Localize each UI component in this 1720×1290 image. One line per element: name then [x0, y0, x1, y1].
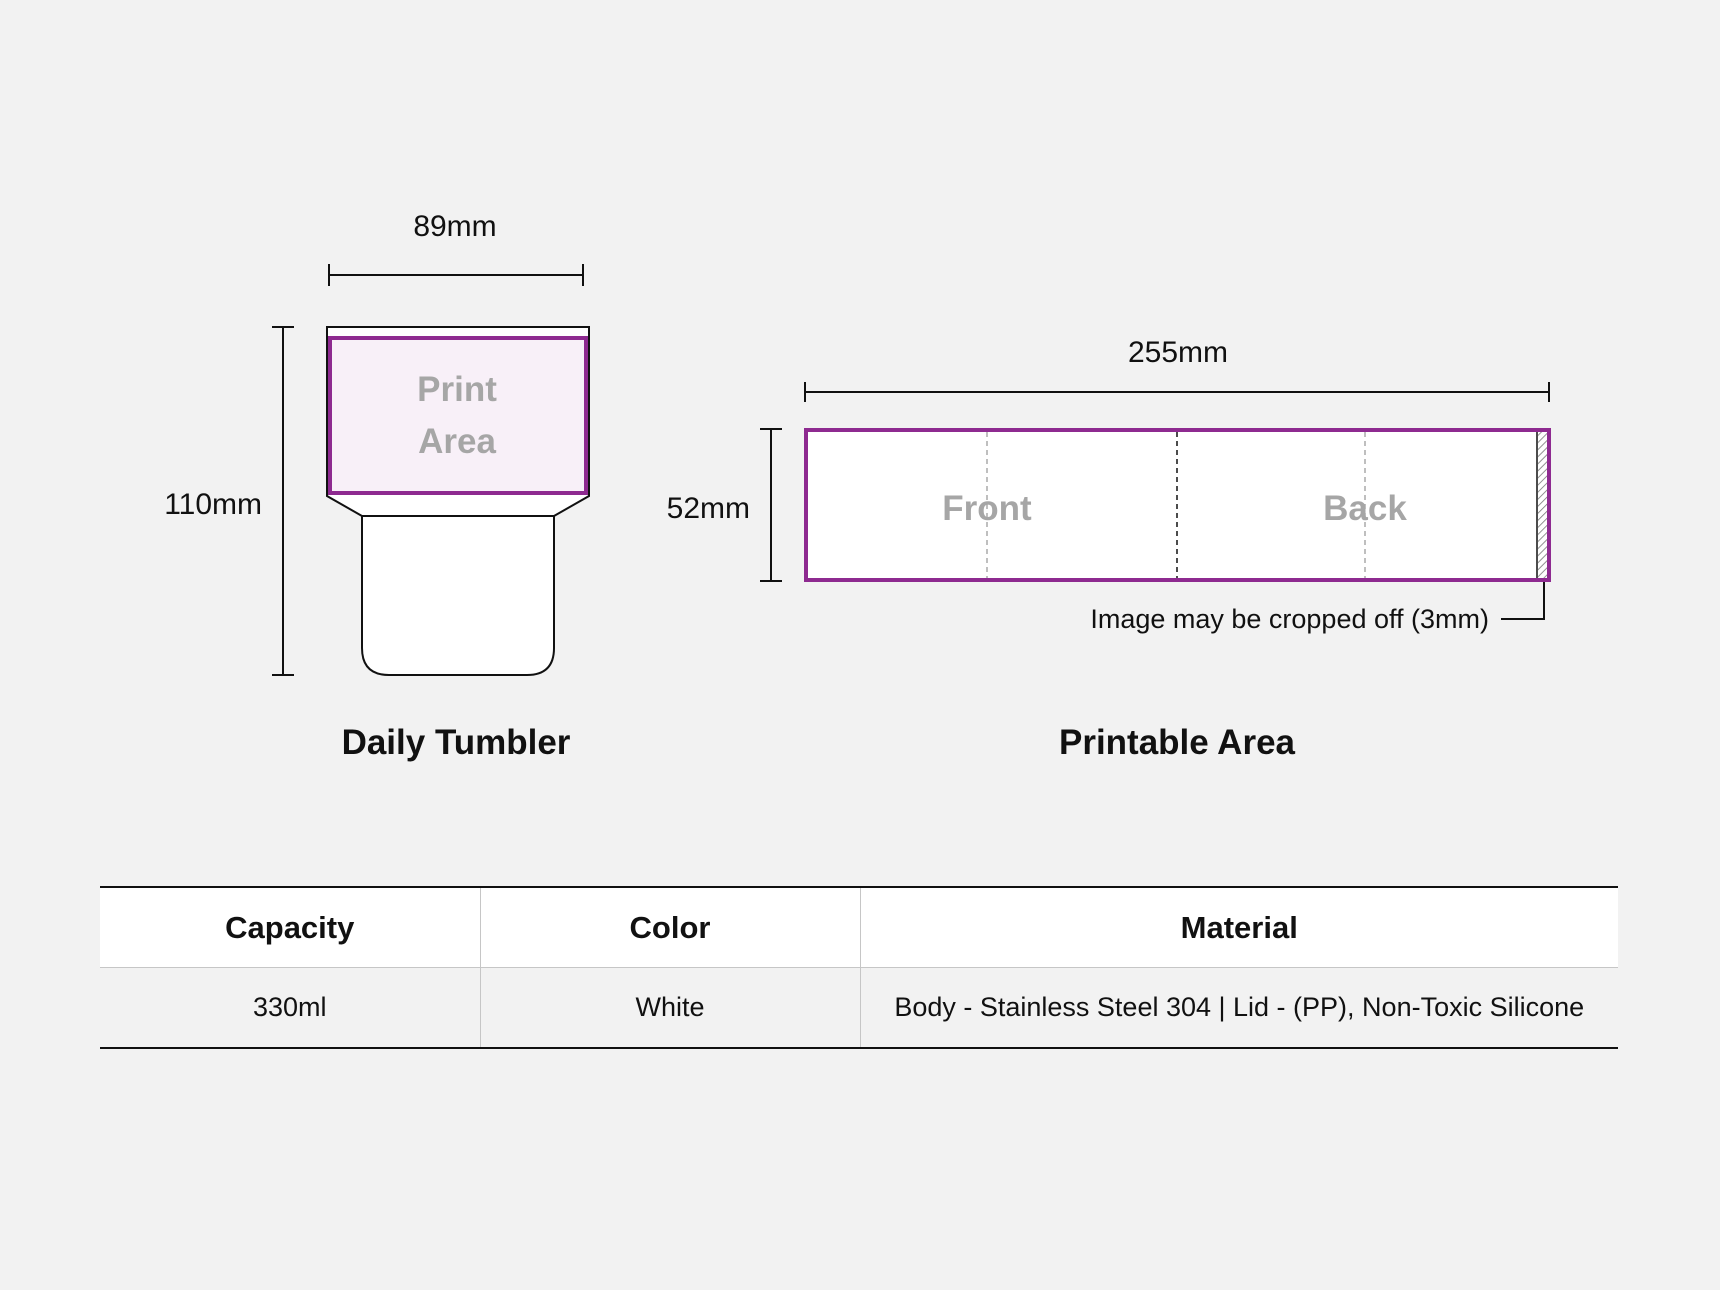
spec-table-header-row: Capacity Color Material [100, 887, 1618, 968]
table-row: 330ml White Body - Stainless Steel 304 |… [100, 967, 1618, 1048]
cell-color: White [479, 967, 860, 1048]
printable-strip-border [804, 428, 1551, 582]
header-material: Material [859, 887, 1618, 968]
printable-area-illustration: 255mm 52mm Front Back Image may be cropp… [667, 336, 1551, 762]
tumbler-body [361, 515, 555, 676]
product-diagram: 89mm 110mm Print Area Daily Tumbler 255m… [164, 210, 1551, 762]
header-capacity: Capacity [100, 887, 480, 968]
tumbler-width-dimension [328, 264, 584, 286]
tumbler-width-label: 89mm [413, 210, 496, 243]
crop-zone-hatch [1538, 432, 1547, 578]
printable-width-label: 255mm [1128, 336, 1228, 369]
tumbler-print-area-label-1: Print [417, 370, 497, 409]
tumbler-illustration: 89mm 110mm Print Area Daily Tumbler [164, 210, 590, 762]
header-color: Color [479, 887, 860, 968]
crop-note-leader [1501, 582, 1545, 620]
printable-height-label: 52mm [667, 492, 750, 525]
cell-capacity: 330ml [100, 967, 480, 1048]
cell-material: Body - Stainless Steel 304 | Lid - (PP),… [859, 967, 1618, 1048]
front-label: Front [942, 489, 1032, 528]
tumbler-print-area [328, 336, 588, 495]
printable-caption: Printable Area [1059, 723, 1296, 762]
spec-table: Capacity Color Material 330ml White Body… [100, 886, 1618, 1049]
printable-height-dimension [760, 428, 782, 582]
tumbler-print-area-label-2: Area [418, 422, 496, 461]
back-label: Back [1323, 489, 1407, 528]
printable-width-dimension [804, 382, 1550, 402]
tumbler-height-dimension [272, 326, 294, 676]
tumbler-height-label: 110mm [164, 488, 262, 521]
tumbler-caption: Daily Tumbler [342, 723, 571, 762]
crop-note: Image may be cropped off (3mm) [1090, 604, 1489, 634]
